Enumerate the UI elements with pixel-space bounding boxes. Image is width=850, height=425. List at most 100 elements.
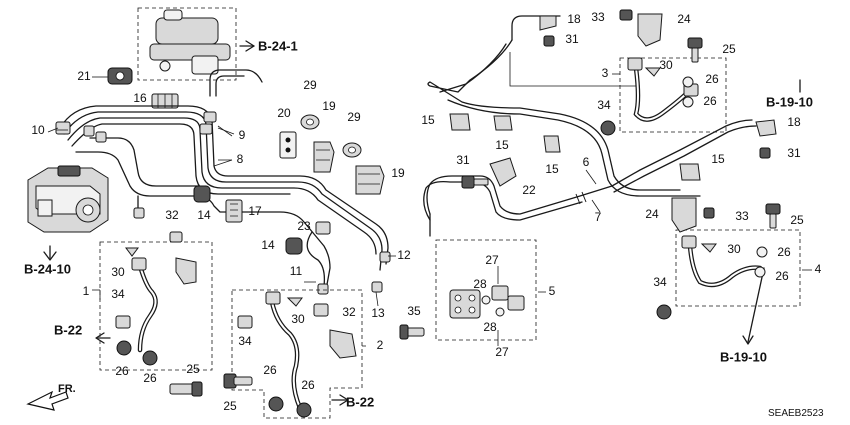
rear-pipe-bundle bbox=[423, 15, 757, 237]
bolt-31-center bbox=[461, 175, 489, 189]
callout-20: 20 bbox=[277, 106, 291, 120]
bolt-31-top bbox=[543, 35, 555, 47]
ref-b22-left[interactable]: B-22 bbox=[54, 322, 82, 337]
ref-arrow-head-b24-1 bbox=[245, 40, 255, 52]
callout-24-top: 24 bbox=[677, 12, 691, 26]
callout-26-e: 26 bbox=[705, 72, 719, 86]
callout-12: 12 bbox=[397, 248, 411, 262]
clip-15-a bbox=[449, 113, 471, 131]
callout-26-f: 26 bbox=[703, 94, 717, 108]
callout-4: 4 bbox=[815, 262, 822, 276]
callout-14-upper: 14 bbox=[197, 208, 211, 222]
callout-25-lower-right: 25 bbox=[790, 213, 804, 227]
abs-modulator bbox=[27, 165, 109, 233]
clip-20 bbox=[279, 131, 297, 159]
callout-26-c: 26 bbox=[263, 363, 277, 377]
hose-assembly-3-frame bbox=[619, 57, 727, 133]
right-front-hose bbox=[237, 291, 357, 418]
callout-6: 6 bbox=[583, 155, 590, 169]
callout-29-upper: 29 bbox=[303, 78, 317, 92]
callout-27-upper: 27 bbox=[485, 253, 499, 267]
callout-15-c: 15 bbox=[545, 162, 559, 176]
callout-30-a: 30 bbox=[111, 265, 125, 279]
callout-32-center: 32 bbox=[342, 305, 356, 319]
callout-29-lower: 29 bbox=[347, 110, 361, 124]
callout-24-lower: 24 bbox=[645, 207, 659, 221]
callout-16: 16 bbox=[133, 91, 147, 105]
callout-18-right: 18 bbox=[787, 115, 801, 129]
clip-17 bbox=[225, 199, 243, 223]
bolt-25-lower-right bbox=[765, 203, 781, 229]
callout-34-c: 34 bbox=[597, 98, 611, 112]
clip-23 bbox=[315, 221, 331, 235]
callout-30-c: 30 bbox=[659, 58, 673, 72]
bolt-31-right bbox=[759, 147, 771, 159]
clip-15-d bbox=[679, 163, 701, 181]
ref-b22-bottom[interactable]: B-22 bbox=[346, 394, 374, 409]
master-cylinder-frame bbox=[137, 7, 237, 81]
callout-25-top: 25 bbox=[722, 42, 736, 56]
callout-11: 11 bbox=[290, 264, 303, 278]
callout-18-top: 18 bbox=[567, 12, 581, 26]
clip-18-top bbox=[539, 15, 557, 31]
master-cylinder-reservoir bbox=[155, 17, 219, 45]
callout-15-b: 15 bbox=[495, 138, 509, 152]
callout-30-b: 30 bbox=[291, 312, 305, 326]
hose-assembly-2-frame bbox=[231, 289, 363, 419]
clip-15-b bbox=[493, 115, 513, 131]
ref-b19-10-top[interactable]: B-19-10 bbox=[766, 94, 813, 109]
bolt-33-lower bbox=[703, 207, 715, 219]
callout-27-lower: 27 bbox=[495, 345, 509, 359]
hose-assembly-4-frame bbox=[675, 229, 801, 307]
bracket-24-top bbox=[619, 9, 663, 47]
bundle-fittings bbox=[55, 111, 391, 293]
bolt-34-top bbox=[600, 120, 616, 136]
callout-33-top: 33 bbox=[591, 10, 605, 24]
grommet-29-lower bbox=[342, 142, 362, 158]
main-pipe-bundle bbox=[59, 69, 389, 291]
clip-19-upper bbox=[313, 141, 335, 173]
rear-hose-upper bbox=[627, 57, 699, 122]
callout-19-lower: 19 bbox=[391, 166, 405, 180]
callout-31-right: 31 bbox=[787, 146, 801, 160]
master-cylinder-group bbox=[137, 7, 237, 81]
proportioning-valve bbox=[449, 266, 525, 346]
callout-2: 2 bbox=[377, 338, 384, 352]
callout-14-lower: 14 bbox=[261, 238, 275, 252]
callout-labels: 1 2 3 4 5 6 7 8 9 10 11 12 13 14 14 15 1… bbox=[31, 10, 821, 413]
front-arrow-icon bbox=[26, 390, 69, 411]
hose-assembly-1-frame bbox=[99, 241, 213, 371]
callout-28-upper: 28 bbox=[473, 277, 487, 291]
callout-31-center: 31 bbox=[456, 153, 470, 167]
callout-26-h: 26 bbox=[775, 269, 789, 283]
callout-17: 17 bbox=[248, 204, 262, 218]
ref-b19-10-bottom[interactable]: B-19-10 bbox=[720, 349, 767, 364]
left-front-hose bbox=[115, 231, 197, 366]
callout-21: 21 bbox=[77, 69, 91, 83]
ref-b24-10[interactable]: B-24-10 bbox=[24, 261, 71, 276]
bolt-25-left bbox=[169, 381, 203, 397]
callout-26-g: 26 bbox=[777, 245, 791, 259]
callout-33-lower: 33 bbox=[735, 209, 749, 223]
callout-10: 10 bbox=[31, 123, 45, 137]
front-label: FR. bbox=[58, 383, 76, 395]
callout-22: 22 bbox=[522, 183, 536, 197]
bolt-35 bbox=[399, 324, 425, 340]
pipe-break-mark bbox=[575, 191, 587, 205]
callout-35: 35 bbox=[407, 304, 421, 318]
valve-assembly-frame bbox=[435, 239, 537, 341]
callout-25-center: 25 bbox=[223, 399, 237, 413]
rear-hose-lower bbox=[681, 235, 768, 288]
callout-3: 3 bbox=[602, 66, 609, 80]
callout-26-b: 26 bbox=[143, 371, 157, 385]
bolt-25-top bbox=[687, 37, 703, 63]
clip-18-right bbox=[755, 119, 777, 137]
callout-15-a: 15 bbox=[421, 113, 435, 127]
master-cylinder-outlet bbox=[191, 55, 219, 75]
callout-30-d: 30 bbox=[727, 242, 741, 256]
bracket-24-lower bbox=[671, 197, 697, 233]
callout-7: 7 bbox=[595, 210, 602, 224]
bracket-22 bbox=[489, 157, 517, 187]
callout-25-left: 25 bbox=[186, 362, 200, 376]
ref-b24-1[interactable]: B-24-1 bbox=[258, 38, 298, 53]
